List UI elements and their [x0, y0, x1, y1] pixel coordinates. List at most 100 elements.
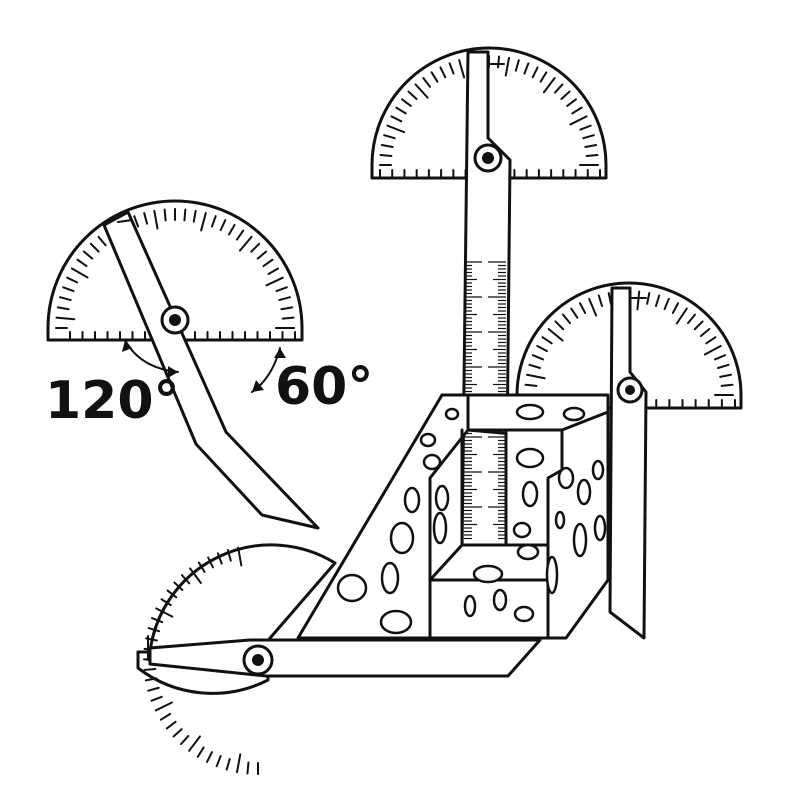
label-120-degrees: 120°: [45, 371, 180, 431]
scale-tick: [504, 56, 511, 77]
scale-tick: [150, 695, 163, 702]
arrow-60-head-a: [274, 348, 286, 358]
scale-tick: [188, 735, 201, 752]
scale-tick: [383, 134, 396, 140]
block-hole: [472, 564, 504, 584]
scale-tick: [262, 258, 274, 268]
scale-tick: [155, 607, 174, 618]
scale-tick: [70, 267, 89, 279]
scale-tick: [528, 363, 542, 370]
scale-tick: [165, 720, 177, 730]
block-hole: [463, 594, 477, 618]
scale-tick: [531, 66, 539, 79]
scale-tick: [554, 83, 564, 94]
top-pivot-screw-center: [482, 152, 494, 164]
right-pivot-screw-center: [625, 385, 635, 395]
scale-tick: [192, 209, 197, 223]
scale-tick: [267, 267, 280, 275]
scale-tick: [76, 258, 88, 268]
block-hole: [432, 511, 448, 545]
scale-tick: [386, 124, 406, 134]
block-hole: [379, 609, 413, 635]
scale-tick: [246, 761, 250, 775]
label-60-degrees: 60°: [275, 357, 373, 417]
scale-tick: [207, 556, 214, 569]
block-hole: [512, 521, 532, 539]
scale-tick: [514, 59, 520, 72]
block-hole: [444, 407, 460, 421]
scale-tick: [716, 363, 730, 370]
scale-tick: [588, 297, 598, 317]
scale-tick: [59, 296, 72, 302]
scale-tick: [281, 316, 295, 320]
block-hole: [513, 605, 535, 623]
scale-tick: [719, 373, 733, 378]
scale-tick: [219, 219, 227, 232]
scale-tick: [699, 328, 711, 338]
scale-tick: [97, 235, 107, 247]
scale-tick: [144, 677, 158, 682]
scale-tick: [675, 307, 688, 325]
base-protractor: [136, 543, 542, 775]
block-hole: [593, 514, 607, 542]
block-hole: [515, 447, 545, 469]
scale-tick: [430, 71, 439, 83]
scale-tick: [62, 286, 75, 293]
block-holes: [336, 403, 607, 635]
scale-tick: [147, 627, 161, 633]
scale-tick: [571, 106, 583, 115]
scale-tick: [380, 143, 394, 148]
scale-tick: [542, 77, 556, 94]
scale-tick: [497, 55, 501, 69]
scale-tick: [646, 291, 651, 305]
scale-tick: [159, 712, 172, 721]
scale-tick: [55, 316, 76, 321]
scale-tick: [703, 344, 722, 356]
block-hole: [516, 543, 540, 561]
angle-protractor: 120° 60°: [45, 199, 373, 530]
base-arm: [148, 638, 542, 678]
scale-tick: [66, 276, 79, 284]
scale-tick: [226, 549, 232, 562]
scale-tick: [237, 546, 243, 567]
block-hole: [557, 466, 575, 490]
scale-tick: [235, 229, 245, 241]
scale-tick: [401, 98, 412, 107]
scale-tick: [189, 567, 202, 584]
scale-tick: [693, 320, 704, 331]
scale-tick: [82, 250, 94, 260]
scale-tick: [179, 734, 190, 746]
scale-tick: [523, 62, 530, 75]
scale-tick: [56, 306, 70, 311]
scale-tick: [536, 344, 548, 353]
arrow-120-head-a: [122, 340, 132, 352]
block-hole: [576, 478, 592, 506]
blade-index-mark: [117, 219, 133, 223]
scale-tick: [228, 223, 236, 236]
scale-tick: [197, 561, 206, 573]
angle-protractor-blade: [102, 210, 320, 530]
block-hole: [422, 453, 442, 471]
scale-tick: [150, 617, 164, 624]
arrow-60-head-b: [252, 380, 264, 392]
scale-tick: [585, 153, 599, 157]
scale-tick: [225, 758, 231, 771]
scale-tick: [578, 302, 587, 314]
scale-tick: [671, 302, 680, 314]
scale-tick: [663, 297, 670, 311]
scale-tick: [560, 90, 571, 100]
right-protractor: [515, 281, 743, 640]
block-hole: [403, 486, 421, 514]
scale-tick: [143, 212, 149, 225]
scale-tick: [541, 336, 553, 345]
scale-tick: [414, 83, 429, 99]
scale-tick: [238, 235, 253, 252]
scale-tick: [636, 290, 641, 311]
scale-tick: [183, 208, 187, 222]
scale-tick: [458, 59, 466, 79]
block-hole: [591, 459, 605, 481]
scale-tick: [153, 209, 159, 230]
scale-tick: [705, 336, 717, 345]
block-hole: [380, 561, 400, 595]
